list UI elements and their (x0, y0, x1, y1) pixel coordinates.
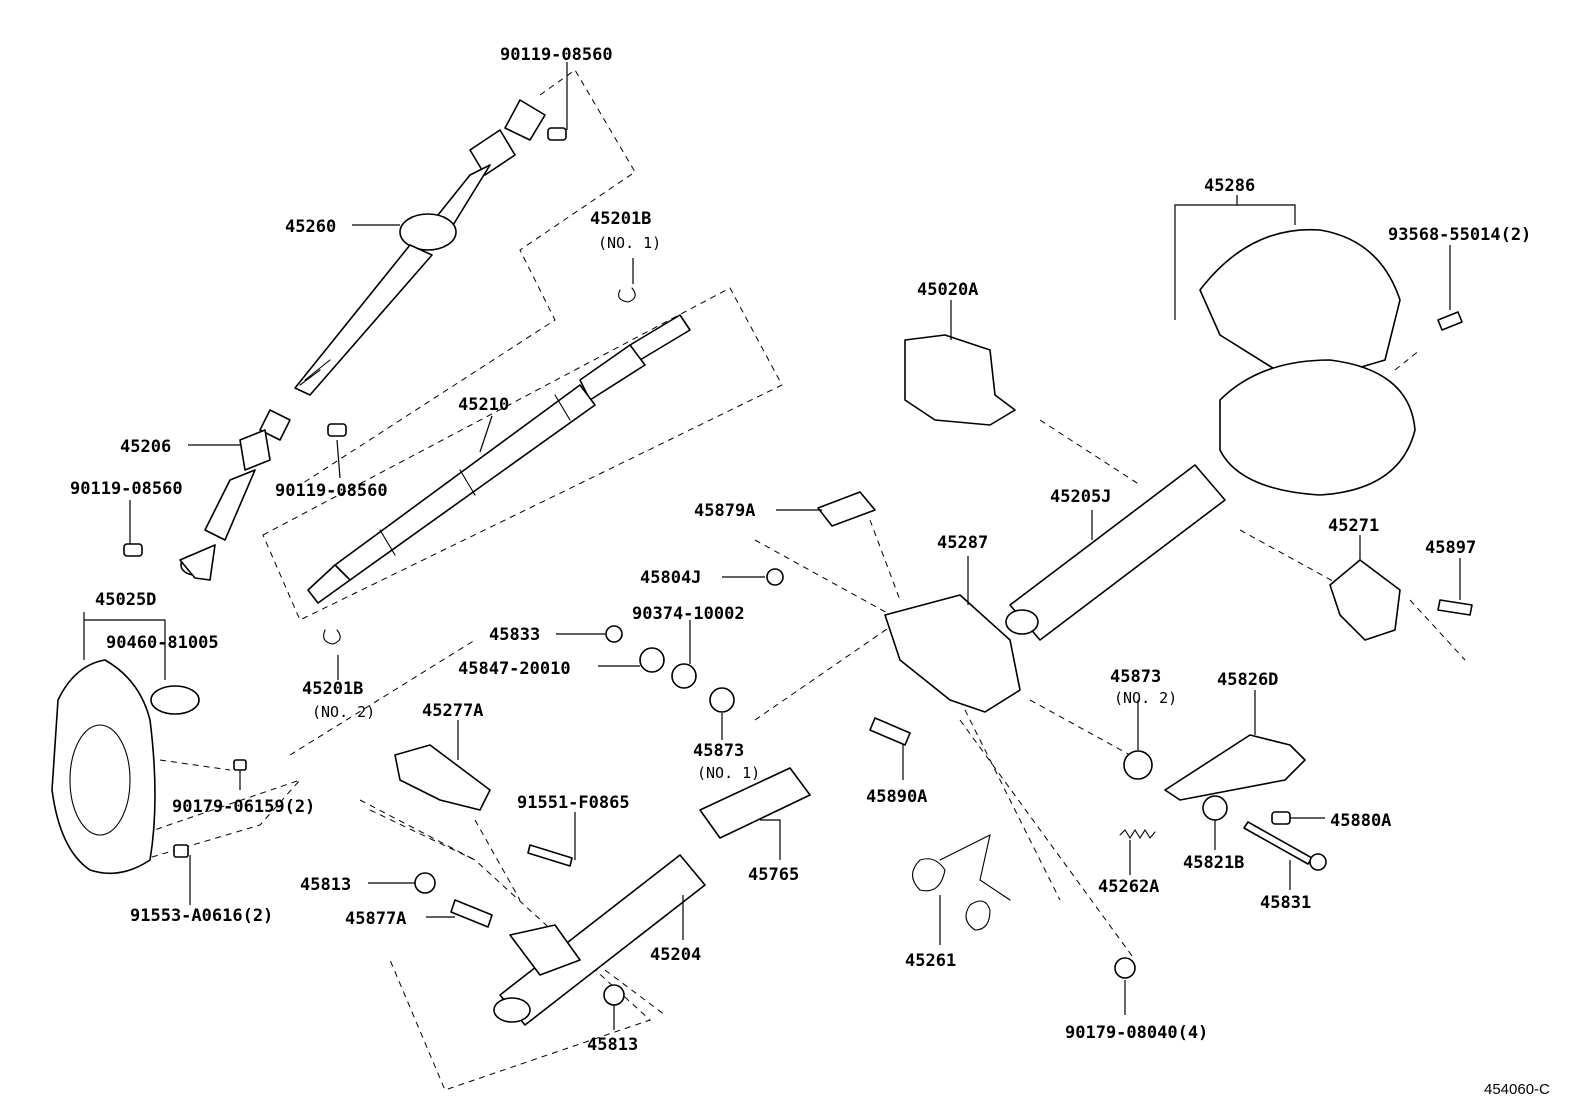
callout-45880a: 45880A (1330, 811, 1391, 831)
callout-45890a: 45890A (866, 787, 927, 807)
callout-91553-a0616: 91553-A0616(2) (130, 906, 273, 926)
nut-45804j (766, 568, 784, 586)
callout-45813-left: 45813 (300, 875, 351, 895)
callout-45020a: 45020A (917, 280, 978, 300)
callout-93568-55014: 93568-55014(2) (1388, 225, 1531, 245)
callout-45879a: 45879A (694, 501, 755, 521)
callout-45821b: 45821B (1183, 853, 1244, 873)
spring-45261 (911, 833, 1011, 931)
bolt-90119-08560-top (547, 127, 567, 141)
callout-90119-08560-mid: 90119-08560 (275, 481, 388, 501)
callout-45897: 45897 (1425, 538, 1476, 558)
callout-91551-f0865: 91551-F0865 (517, 793, 630, 813)
callout-45260: 45260 (285, 217, 336, 237)
callout-45262a: 45262A (1098, 877, 1159, 897)
sleeve-45765 (699, 767, 811, 839)
callout-90119-08560-left: 90119-08560 (70, 479, 183, 499)
column-hole-cover-45025d (51, 659, 247, 875)
callout-45287: 45287 (937, 533, 988, 553)
callout-90460-81005: 90460-81005 (106, 633, 219, 653)
callout-labels: 90119-08560 45260 45201B (NO. 1) 45210 4… (70, 45, 1550, 1098)
callout-45833: 45833 (489, 625, 540, 645)
callout-45025d: 45025D (95, 590, 156, 610)
clip-90179-08040 (1114, 957, 1136, 979)
callout-45765: 45765 (748, 865, 799, 885)
bracket-45271 (1329, 559, 1401, 641)
nut-45873-no2 (1123, 750, 1153, 780)
pin-45877a (450, 899, 493, 928)
bracket-45277a (394, 744, 491, 811)
screw-93568-55014 (1437, 311, 1463, 331)
callout-45261: 45261 (905, 951, 956, 971)
callout-45873-no2: 45873 (1110, 667, 1161, 687)
callout-45831: 45831 (1260, 893, 1311, 913)
callout-45271: 45271 (1328, 516, 1379, 536)
callout-45286: 45286 (1204, 176, 1255, 196)
lock-housing-45020a (904, 334, 1016, 426)
bolt-91551-f0865 (527, 844, 573, 867)
callout-45877a: 45877A (345, 909, 406, 929)
diagram-reference-code: 454060-C (1484, 1081, 1550, 1098)
callout-45873-no1: 45873 (693, 741, 744, 761)
plate-45879a (817, 491, 876, 527)
upper-tube-45205j (1005, 464, 1226, 641)
washer-45821b (1202, 795, 1228, 821)
leader-lines (83, 62, 1461, 1030)
pin-45831 (1243, 821, 1327, 871)
callout-45206: 45206 (120, 437, 171, 457)
callout-90179-06159: 90179-06159(2) (172, 797, 315, 817)
universal-joint-45206 (179, 409, 291, 581)
spring-45262a (1119, 828, 1156, 840)
callout-90374-10002: 90374-10002 (632, 604, 745, 624)
bolt-45880a (1271, 811, 1291, 825)
callout-45205j: 45205J (1050, 487, 1111, 507)
bolt-90119-08560-left (123, 543, 143, 557)
callout-45804j: 45804J (640, 568, 701, 588)
callout-no2-a: (NO. 2) (312, 703, 375, 721)
snap-ring-45201b-no2 (323, 629, 341, 645)
callout-45813-bottom: 45813 (587, 1035, 638, 1055)
washer-45847-20010 (639, 647, 665, 673)
callout-no1-a: (NO. 1) (598, 234, 661, 252)
nut-45873-no1 (709, 687, 735, 713)
bushing-45813-left (414, 872, 436, 894)
callout-90179-08040: 90179-08040(4) (1065, 1023, 1208, 1043)
column-cover-45286 (1199, 228, 1416, 496)
callout-45847-20010: 45847-20010 (458, 659, 571, 679)
bolt-90119-08560-mid (327, 423, 347, 437)
callout-45210: 45210 (458, 395, 509, 415)
callout-90119-08560-top: 90119-08560 (500, 45, 613, 65)
callout-no1-b: (NO. 1) (697, 764, 760, 782)
callout-45826d: 45826D (1217, 670, 1278, 690)
screw-45897 (1437, 599, 1473, 616)
bushing-45813-bottom (603, 984, 625, 1006)
callout-no2-b: (NO. 2) (1114, 689, 1177, 707)
assembly-boundary-lines (124, 69, 1466, 1091)
callout-45201b-no2: 45201B (302, 679, 363, 699)
bolt-45890a (869, 717, 911, 746)
intermediate-shaft-45260 (294, 99, 546, 396)
snap-ring-45201b-no1 (618, 287, 636, 303)
lever-45826d (1164, 734, 1306, 801)
callout-45204: 45204 (650, 945, 701, 965)
support-bracket-45287 (884, 594, 1021, 713)
callout-45201b-no1: 45201B (590, 209, 651, 229)
bolt-45833 (605, 625, 623, 643)
callout-45277a: 45277A (422, 701, 483, 721)
washer-90374-10002 (671, 663, 697, 689)
main-shaft-45210 (307, 314, 691, 604)
column-tube-45204 (493, 854, 706, 1026)
